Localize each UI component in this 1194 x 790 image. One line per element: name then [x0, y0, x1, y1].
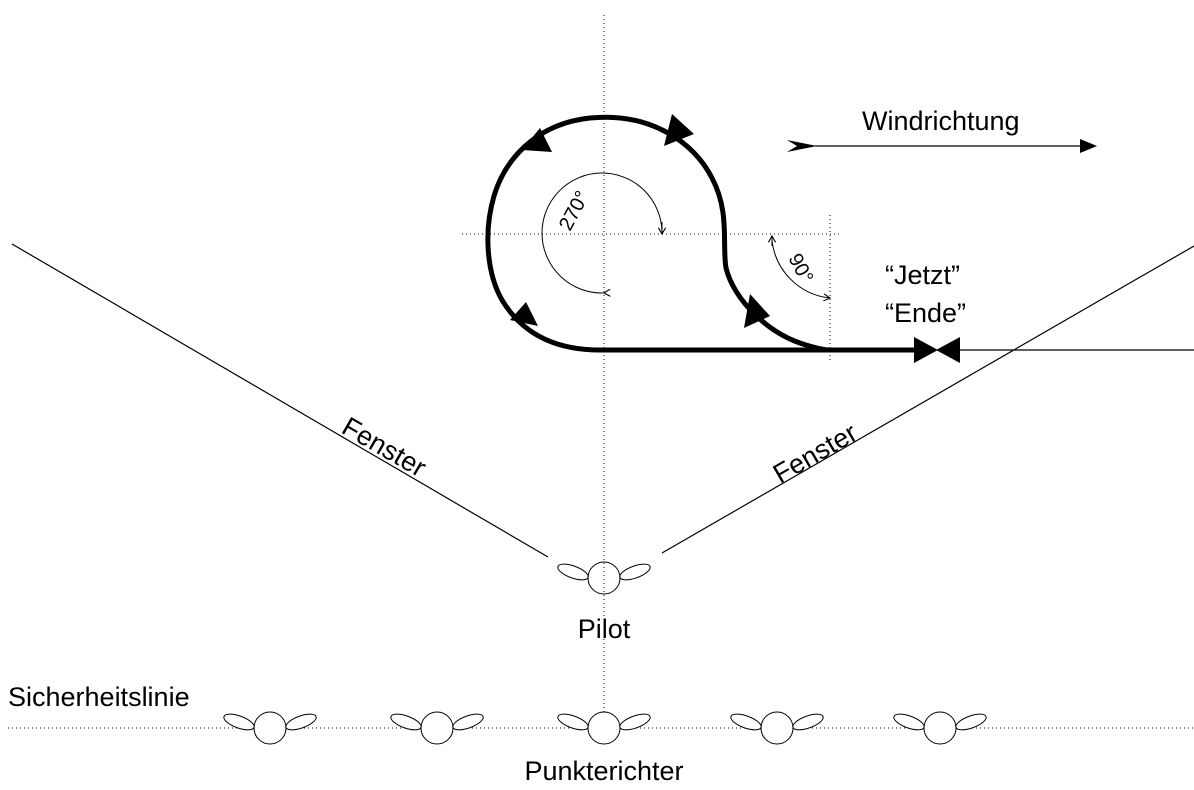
angle-label-90: 90°: [784, 250, 818, 287]
flight-path: [485, 114, 923, 353]
wind-direction-arrow: [787, 139, 1097, 153]
wind-direction-label: Windrichtung: [862, 106, 1020, 136]
window-line-right: [661, 245, 1194, 554]
judge-figure: [223, 711, 317, 745]
angle-arc-270: [541, 172, 663, 297]
judge-figures: [223, 711, 987, 745]
start-end-marker: [914, 337, 960, 363]
angle-label-270: 270°: [555, 187, 594, 234]
judge-figure: [390, 711, 484, 745]
ende-label: “Ende”: [885, 298, 966, 328]
window-label-right: Fenster: [768, 417, 862, 489]
pilot-label: Pilot: [578, 614, 631, 644]
jetzt-label: “Jetzt”: [885, 260, 960, 290]
pilot-figure: [557, 561, 651, 595]
window-label-left: Fenster: [337, 411, 431, 483]
judges-label: Punkterichter: [524, 756, 683, 785]
judge-figure: [893, 711, 987, 745]
safety-line-label: Sicherheitslinie: [8, 682, 190, 712]
angle-arc-90: [771, 239, 832, 302]
window-line-left: [11, 243, 549, 558]
path-direction-arrows: [510, 114, 770, 328]
judge-figure: [730, 711, 824, 745]
judge-figure: [557, 711, 651, 745]
